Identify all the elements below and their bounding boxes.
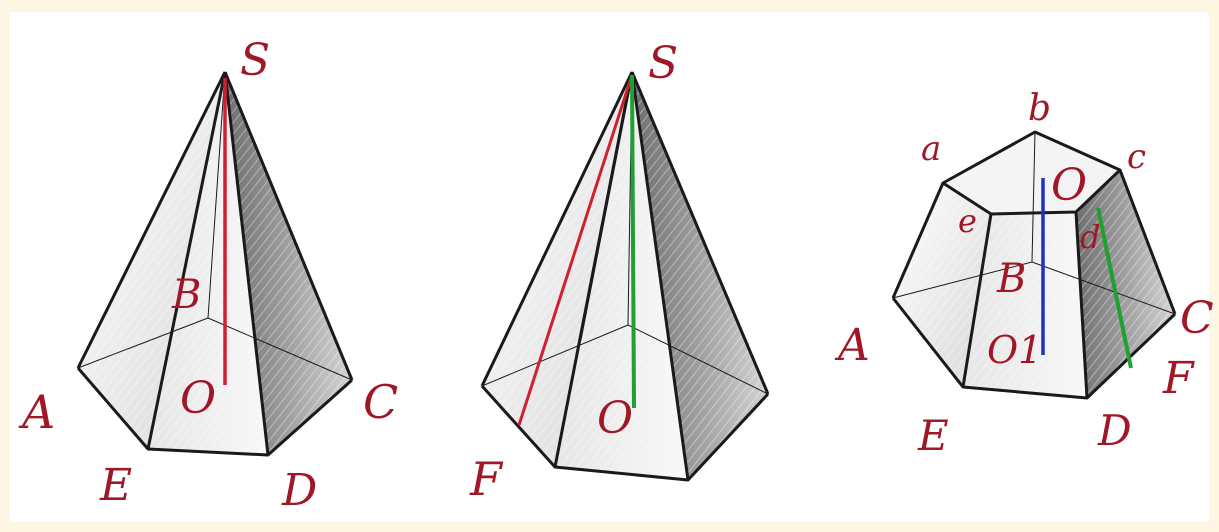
label-d-small: d	[1080, 218, 1100, 256]
label-e-small: e	[958, 202, 977, 240]
faces-hatching	[78, 72, 352, 455]
label-apex-s: S	[648, 38, 678, 89]
label-vertex-f: F	[1162, 353, 1195, 404]
label-vertex-c: C	[1180, 293, 1214, 344]
frustum: b a c e d O B O1 A C F E D	[834, 88, 1214, 460]
hidden-edges	[892, 131, 1176, 315]
apothem-red	[517, 74, 634, 426]
label-center-o: O	[180, 373, 216, 424]
height-green	[630, 74, 636, 409]
sides-hatching	[893, 170, 1175, 398]
label-vertex-b: B	[996, 256, 1026, 302]
visible-edges	[480, 71, 770, 482]
hidden-edges	[77, 71, 353, 381]
label-bottom-center-o1: O1	[987, 328, 1042, 372]
pyramid-2: S O F	[469, 38, 770, 506]
apothem-green	[1096, 207, 1133, 369]
label-vertex-a: A	[834, 320, 870, 371]
label-a-small: a	[921, 129, 941, 169]
label-c-small: c	[1127, 137, 1146, 177]
visible-edges	[891, 130, 1177, 400]
label-vertex-d: D	[1097, 406, 1132, 455]
top-face	[943, 132, 1120, 214]
visible-edges	[76, 71, 354, 457]
label-b-small: b	[1028, 88, 1051, 129]
label-vertex-a: A	[18, 385, 55, 439]
label-vertex-b: B	[171, 272, 201, 318]
label-vertex-e: E	[99, 460, 132, 511]
label-vertex-c: C	[363, 375, 398, 429]
label-vertex-f: F	[469, 452, 504, 506]
label-apex-s: S	[240, 35, 270, 86]
faces-hatching	[482, 72, 768, 480]
label-vertex-d: D	[281, 465, 317, 516]
label-vertex-e: E	[917, 411, 949, 460]
pyramid-1: S B O A E D C	[18, 35, 398, 516]
label-center-o: O	[597, 393, 633, 444]
label-top-center-o: O	[1051, 160, 1087, 211]
